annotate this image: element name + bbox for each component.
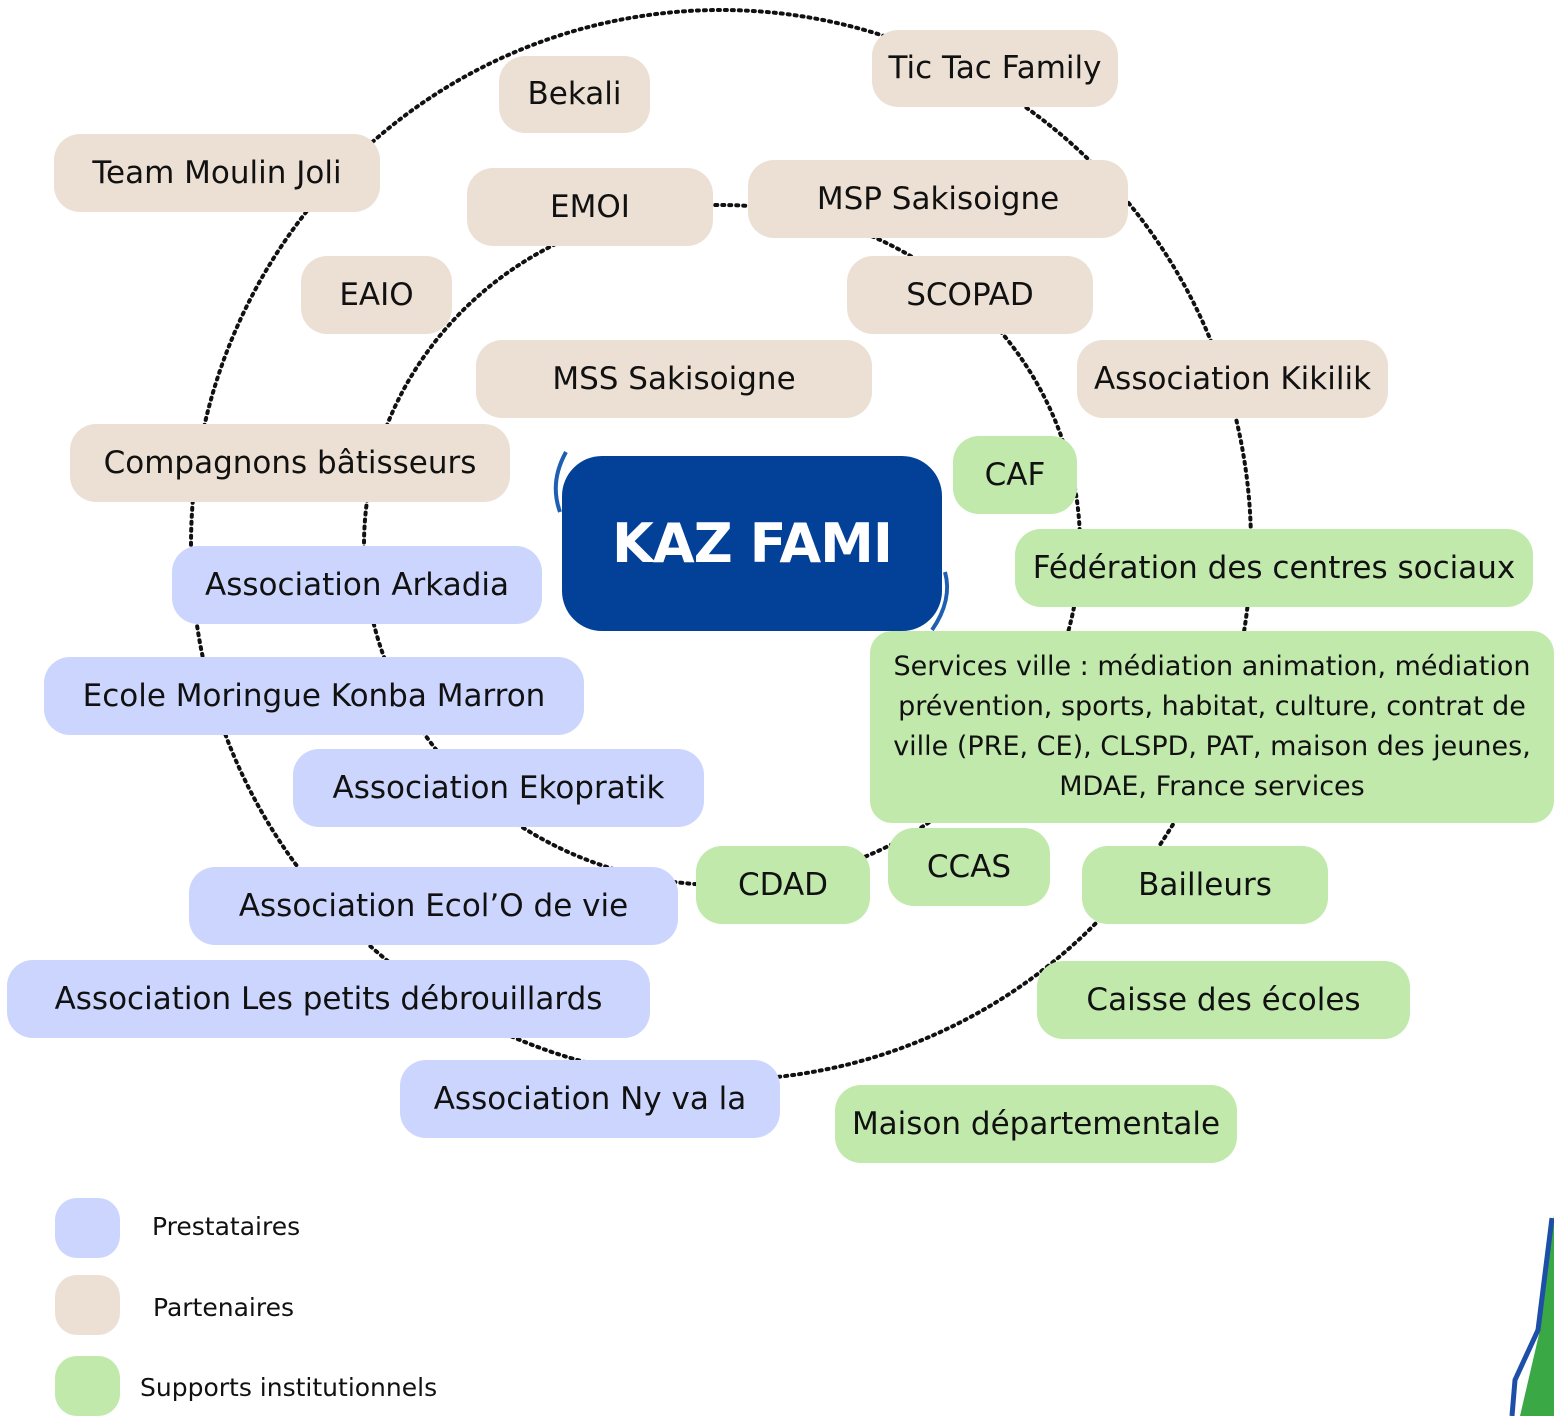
support-maison-departementale: Maison départementale xyxy=(835,1085,1237,1163)
corner-leaf xyxy=(1520,1215,1554,1416)
provider-association-petits-debrouillards: Association Les petits débrouillards xyxy=(7,960,650,1038)
partner-team-moulin-joli: Team Moulin Joli xyxy=(54,134,380,212)
support-federation-centres-sociaux: Fédération des centres sociaux xyxy=(1015,529,1533,607)
provider-association-arkadia: Association Arkadia xyxy=(172,546,542,624)
legend-label-providers: Prestataires xyxy=(152,1212,301,1241)
provider-association-ny-va-la: Association Ny va la xyxy=(400,1060,780,1138)
support-services-ville: Services ville : médiation animation, mé… xyxy=(870,631,1554,823)
partner-compagnons-batisseurs: Compagnons bâtisseurs xyxy=(70,424,510,502)
partner-bekali: Bekali xyxy=(499,56,650,133)
partner-association-kikilik: Association Kikilik xyxy=(1077,340,1388,418)
partner-msp-sakisoigne: MSP Sakisoigne xyxy=(748,160,1128,238)
center-kaz-fami: KAZ FAMI xyxy=(562,456,942,631)
partner-scopad: SCOPAD xyxy=(847,256,1093,334)
support-bailleurs: Bailleurs xyxy=(1082,846,1328,924)
provider-ecole-moringue: Ecole Moringue Konba Marron xyxy=(44,657,584,735)
support-caisse-des-ecoles: Caisse des écoles xyxy=(1037,961,1410,1039)
legend-swatch-partners xyxy=(55,1275,120,1335)
support-cdad: CDAD xyxy=(696,846,870,924)
legend-label-partners: Partenaires xyxy=(153,1293,294,1322)
center-flourish-right xyxy=(930,571,950,632)
partner-tic-tac-family: Tic Tac Family xyxy=(872,30,1118,107)
partner-eaio: EAIO xyxy=(301,256,452,334)
legend-swatch-supports xyxy=(55,1356,120,1416)
support-ccas: CCAS xyxy=(888,828,1050,906)
partner-emoi: EMOI xyxy=(467,168,713,246)
center-flourish-left xyxy=(553,451,568,513)
legend-swatch-providers xyxy=(55,1198,120,1258)
provider-association-ekopratik: Association Ekopratik xyxy=(293,749,704,827)
legend-label-supports: Supports institutionnels xyxy=(140,1373,438,1402)
partner-mss-sakisoigne: MSS Sakisoigne xyxy=(476,340,872,418)
provider-association-ecolo-de-vie: Association Ecol’O de vie xyxy=(189,867,678,945)
support-caf: CAF xyxy=(953,436,1077,514)
corner-leaf-outline xyxy=(1509,1217,1554,1416)
